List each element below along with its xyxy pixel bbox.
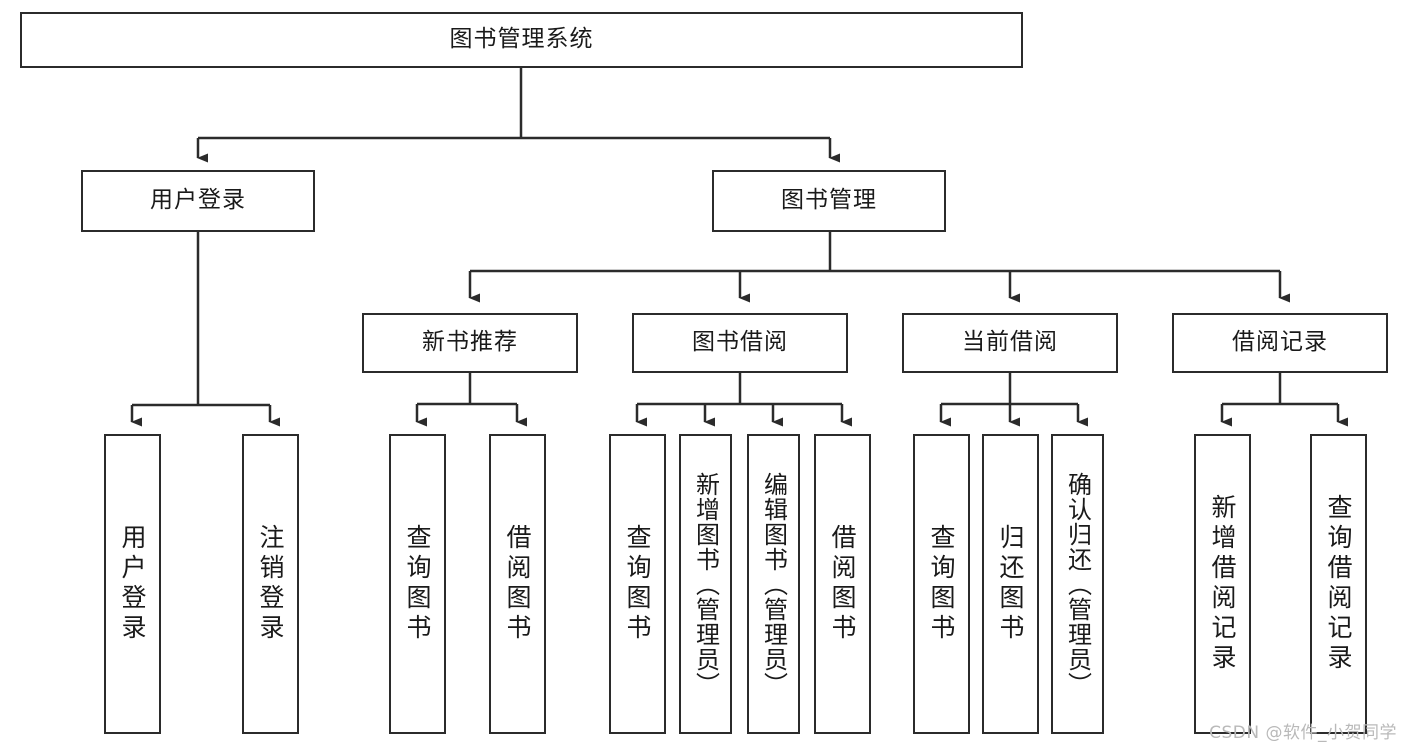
node-current-borrow[interactable]: 当前借阅 bbox=[902, 313, 1118, 373]
leaf-borrow-book-recommend[interactable]: 借阅图书 bbox=[489, 434, 546, 734]
leaf-user-logout[interactable]: 注销登录 bbox=[242, 434, 299, 734]
leaf-query-book-borrow[interactable]: 查询图书 bbox=[609, 434, 666, 734]
node-label: 新增借阅记录 bbox=[1208, 494, 1237, 674]
leaf-query-book-current[interactable]: 查询图书 bbox=[913, 434, 970, 734]
node-label: 图书管理系统 bbox=[449, 26, 594, 53]
node-label: 注销登录 bbox=[256, 524, 285, 644]
node-user-login[interactable]: 用户登录 bbox=[81, 170, 315, 232]
node-label: 查询借阅记录 bbox=[1324, 494, 1353, 674]
node-label: 查询图书 bbox=[927, 524, 956, 644]
csdn-watermark: CSDN @软件_小贺同学 bbox=[1209, 723, 1397, 743]
node-borrow-record[interactable]: 借阅记录 bbox=[1172, 313, 1388, 373]
node-root-system[interactable]: 图书管理系统 bbox=[20, 12, 1023, 68]
node-label: 归还图书 bbox=[996, 524, 1025, 644]
node-label: 编辑图书（管理员） bbox=[759, 471, 788, 697]
leaf-return-book[interactable]: 归还图书 bbox=[982, 434, 1039, 734]
node-label: 新增图书（管理员） bbox=[691, 471, 720, 697]
leaf-add-book-admin[interactable]: 新增图书（管理员） bbox=[679, 434, 732, 734]
leaf-query-book-recommend[interactable]: 查询图书 bbox=[389, 434, 446, 734]
node-label: 借阅图书 bbox=[503, 524, 532, 644]
node-label: 借阅记录 bbox=[1232, 329, 1328, 356]
leaf-query-borrow-record[interactable]: 查询借阅记录 bbox=[1310, 434, 1367, 734]
node-label: 查询图书 bbox=[623, 524, 652, 644]
node-new-book-recommend[interactable]: 新书推荐 bbox=[362, 313, 578, 373]
leaf-user-login[interactable]: 用户登录 bbox=[104, 434, 161, 734]
node-label: 查询图书 bbox=[403, 524, 432, 644]
leaf-edit-book-admin[interactable]: 编辑图书（管理员） bbox=[747, 434, 800, 734]
leaf-confirm-return-admin[interactable]: 确认归还（管理员） bbox=[1051, 434, 1104, 734]
node-label: 用户登录 bbox=[118, 524, 147, 644]
leaf-add-borrow-record[interactable]: 新增借阅记录 bbox=[1194, 434, 1251, 734]
node-label: 新书推荐 bbox=[422, 329, 518, 356]
node-label: 图书管理 bbox=[781, 187, 877, 214]
node-label: 确认归还（管理员） bbox=[1063, 471, 1092, 697]
node-label: 借阅图书 bbox=[828, 524, 857, 644]
node-book-borrow[interactable]: 图书借阅 bbox=[632, 313, 848, 373]
node-label: 图书借阅 bbox=[692, 329, 788, 356]
node-label: 当前借阅 bbox=[962, 329, 1058, 356]
node-book-management[interactable]: 图书管理 bbox=[712, 170, 946, 232]
node-label: 用户登录 bbox=[150, 187, 246, 214]
leaf-borrow-book[interactable]: 借阅图书 bbox=[814, 434, 871, 734]
